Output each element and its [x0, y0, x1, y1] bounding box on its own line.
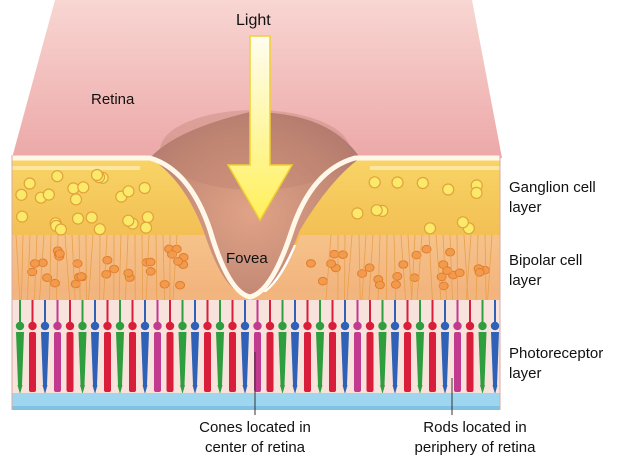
- fovea-label: Fovea: [226, 250, 268, 268]
- bipolar-cell: [103, 256, 112, 264]
- bipolar-label-line2: layer: [509, 272, 542, 290]
- ganglion-cell: [16, 189, 27, 200]
- bipolar-cell: [338, 251, 347, 259]
- cones-label-line2: center of retina: [180, 439, 330, 457]
- bipolar-cell: [358, 270, 367, 278]
- bipolar-cell: [124, 269, 133, 277]
- ganglion-cell: [17, 211, 28, 222]
- bipolar-cell: [375, 281, 384, 289]
- bipolar-cell: [318, 277, 327, 285]
- photoreceptor-label-line1: Photoreceptor: [509, 345, 603, 363]
- ganglion-cell: [55, 224, 66, 235]
- bipolar-cell: [391, 281, 400, 289]
- ganglion-cell: [123, 215, 134, 226]
- bipolar-label-line1: Bipolar cell: [509, 252, 582, 270]
- bipolar-cell: [51, 279, 60, 287]
- bipolar-cell: [393, 273, 402, 281]
- ganglion-cell: [369, 177, 380, 188]
- ganglion-cell: [86, 212, 97, 223]
- ganglion-cell: [417, 178, 428, 189]
- ganglion-cell: [52, 171, 63, 182]
- ganglion-cell: [92, 170, 103, 181]
- photoreceptor-label-line2: layer: [509, 365, 542, 383]
- bipolar-cell: [55, 250, 64, 258]
- bipolar-cell: [176, 281, 185, 289]
- ganglion-label-line2: layer: [509, 199, 542, 217]
- bipolar-cell: [306, 260, 315, 268]
- bipolar-cell: [410, 274, 419, 282]
- ganglion-cell: [78, 182, 89, 193]
- bipolar-cell: [443, 267, 452, 275]
- rods-label-line1: Rods located in: [390, 419, 560, 437]
- ganglion-cell: [73, 213, 84, 224]
- bipolar-cell: [455, 269, 464, 277]
- ganglion-cell: [371, 205, 382, 216]
- ganglion-cell: [94, 224, 105, 235]
- ganglion-cell: [24, 178, 35, 189]
- bipolar-cell: [102, 271, 111, 279]
- retina-label: Retina: [91, 91, 134, 109]
- ganglion-cell: [142, 212, 153, 223]
- ganglion-cell: [43, 189, 54, 200]
- bipolar-cell: [77, 273, 86, 281]
- ganglion-cell: [471, 187, 482, 198]
- cones-label-line1: Cones located in: [180, 419, 330, 437]
- ganglion-label-line1: Ganglion cell: [509, 179, 596, 197]
- ganglion-cell: [425, 223, 436, 234]
- bipolar-cell: [327, 260, 336, 268]
- ganglion-cell: [392, 177, 403, 188]
- ganglion-cell: [443, 184, 454, 195]
- rods-label-line2: periphery of retina: [390, 439, 560, 457]
- bipolar-cell: [412, 251, 421, 259]
- ganglion-cell: [71, 194, 82, 205]
- ganglion-cell: [457, 217, 468, 228]
- ganglion-cell: [68, 183, 79, 194]
- bipolar-cell: [330, 250, 339, 258]
- ganglion-cell: [139, 183, 150, 194]
- bipolar-cell: [30, 260, 39, 268]
- ganglion-cell: [352, 208, 363, 219]
- bipolar-cell: [365, 264, 374, 272]
- light-label: Light: [236, 12, 271, 30]
- bipolar-cell: [439, 282, 448, 290]
- bipolar-cell: [73, 260, 82, 268]
- ganglion-cell: [141, 222, 152, 233]
- bipolar-cell: [168, 251, 177, 259]
- bipolar-cell: [446, 248, 455, 256]
- ganglion-cell: [123, 186, 134, 197]
